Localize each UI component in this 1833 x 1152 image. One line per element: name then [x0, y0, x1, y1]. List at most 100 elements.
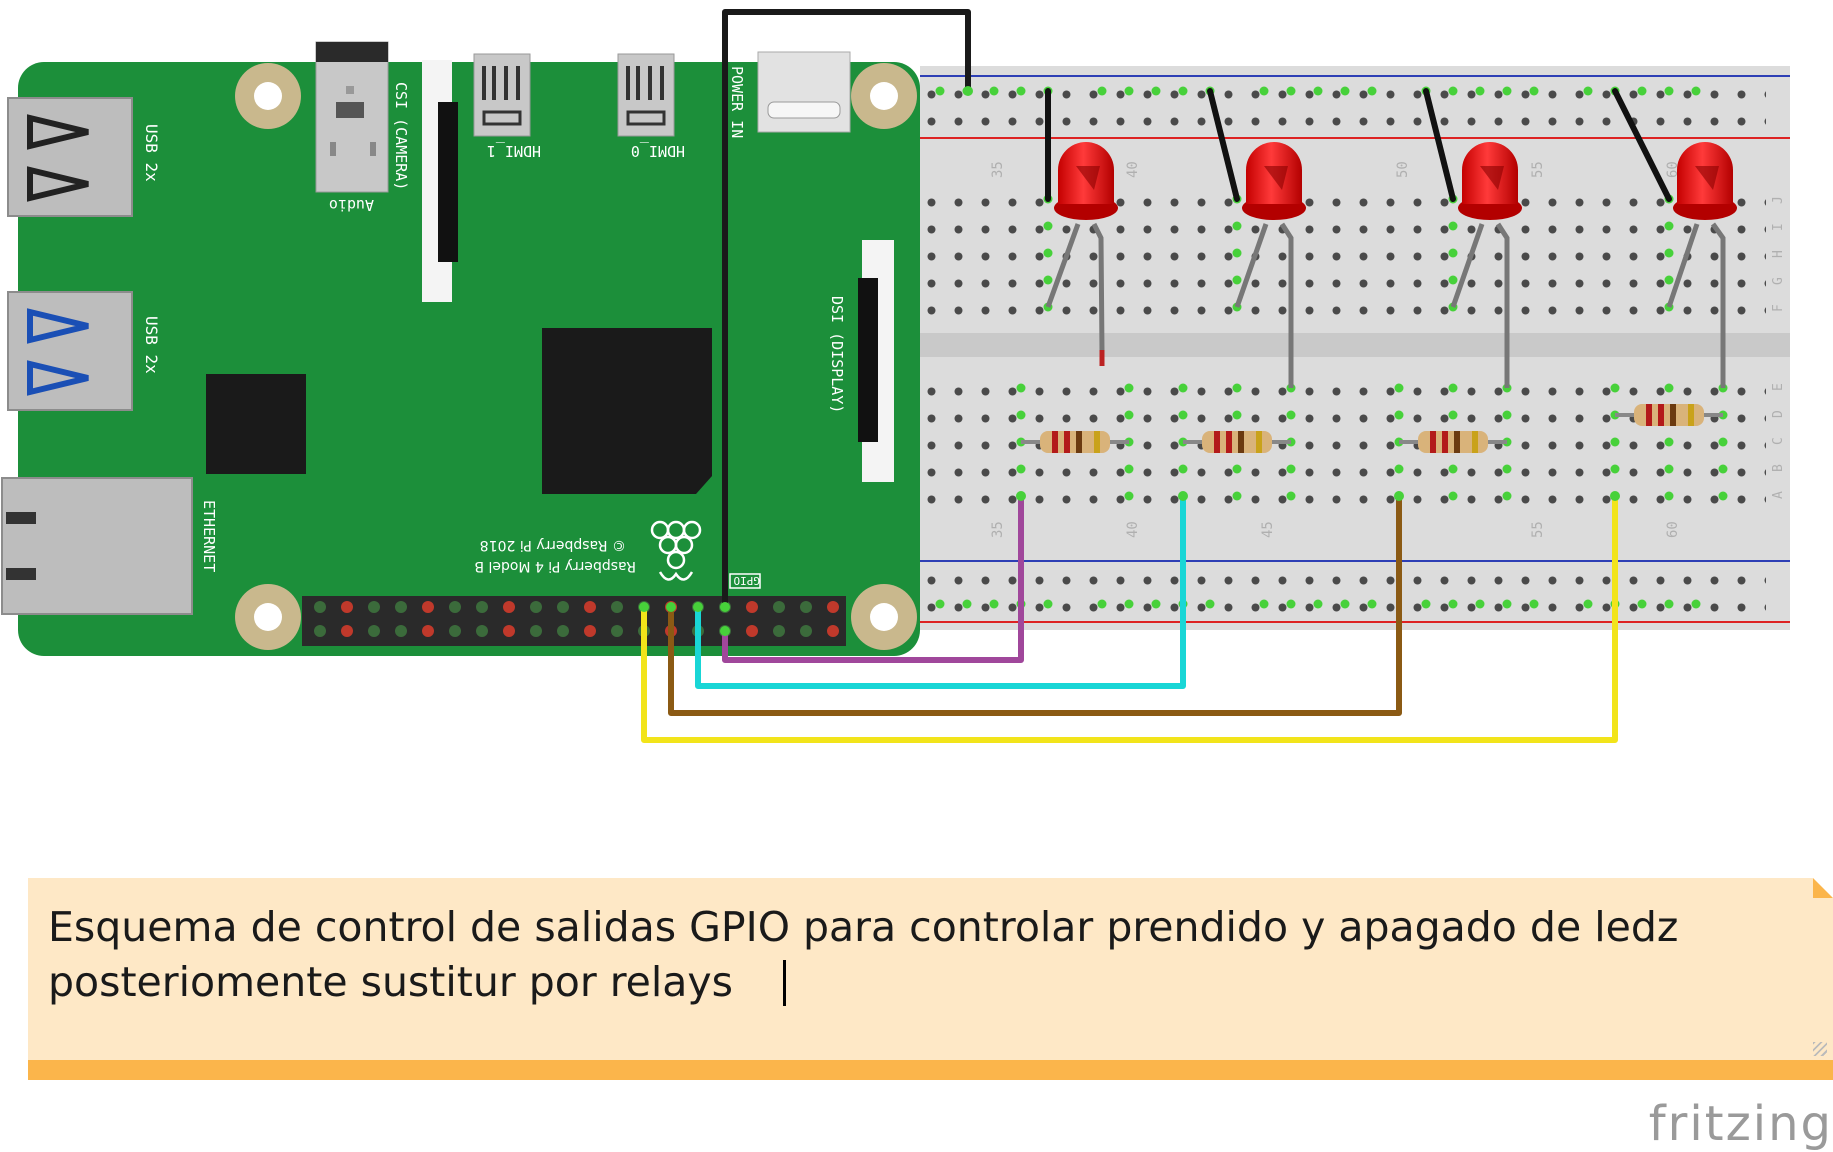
- resize-grip-icon[interactable]: [1813, 1042, 1827, 1056]
- bb-top-number: 55: [1530, 161, 1546, 178]
- bb-bottom-number: 45: [1260, 521, 1276, 538]
- gpio-pin: [503, 625, 515, 637]
- led-group-3: [1450, 142, 1522, 388]
- bb-row-letter: E: [1771, 383, 1786, 391]
- bb-row-letter: D: [1771, 410, 1786, 418]
- raspberry-pi-board: USB 2x USB 2x ETHERNET Audio CSI (CAMERA…: [1, 41, 920, 656]
- gpio-pin: [584, 625, 596, 637]
- resistor-2: [1183, 431, 1291, 453]
- gpio-pin: [341, 625, 353, 637]
- bb-row-letter: H: [1771, 250, 1786, 258]
- wire-power: [722, 9, 971, 610]
- gpio-pin: [341, 601, 353, 613]
- wire-led1: [722, 493, 1024, 663]
- gpio-pin: [746, 601, 758, 613]
- gpio-pin: [314, 601, 326, 613]
- gpio-pin: [800, 625, 812, 637]
- gpio-pin: [314, 625, 326, 637]
- resistor-1: [1021, 431, 1129, 453]
- raspberry-logo-icon: [650, 520, 702, 581]
- bb-bottom-number: 35: [990, 521, 1006, 538]
- usb-port-1: [7, 97, 133, 217]
- bb-row-letter: G: [1771, 277, 1786, 285]
- resistor-3: [1399, 431, 1507, 453]
- dsi-label: DSI (DISPLAY): [828, 296, 846, 413]
- breadboard: 35 40 50 55 60 35 40 45 55 60 J I H G F …: [920, 66, 1790, 630]
- bb-top-number: 50: [1395, 161, 1411, 178]
- gpio-pin: [422, 625, 434, 637]
- fritzing-logo: fritzing: [1648, 1096, 1833, 1152]
- ethernet-label: ETHERNET: [200, 500, 218, 572]
- bb-row-letter: F: [1771, 304, 1786, 312]
- bb-row-letter: I: [1771, 223, 1786, 231]
- gpio-pin: [449, 625, 461, 637]
- gpio-pin: [449, 601, 461, 613]
- audio-label: Audio: [329, 196, 374, 214]
- gpio-pin: [746, 625, 758, 637]
- gpio-pin: [584, 601, 596, 613]
- gpio-pin: [773, 625, 785, 637]
- gpio-header: [302, 596, 846, 646]
- led-group-1: [1045, 142, 1118, 366]
- power-label: POWER IN: [728, 66, 746, 138]
- bb-top-number: 35: [990, 161, 1006, 178]
- note-box[interactable]: Esquema de control de salidas GPIO para …: [28, 878, 1833, 1080]
- mount-hole: [235, 63, 301, 129]
- gpio-pin: [503, 601, 515, 613]
- soc-chip: [542, 328, 712, 494]
- gpio-pin: [530, 601, 542, 613]
- hdmi-0-port: [617, 53, 675, 137]
- gpio-pin: [557, 601, 569, 613]
- hdmi-1-label: HDMI_1: [487, 142, 541, 160]
- gpio-pin: [476, 625, 488, 637]
- wire-led4: [641, 493, 1618, 743]
- gpio-pin: [476, 601, 488, 613]
- bb-bottom-number: 40: [1125, 521, 1141, 538]
- gpio-pin: [530, 625, 542, 637]
- bb-row-letter: B: [1771, 464, 1786, 472]
- gpio-pin: [368, 625, 380, 637]
- bb-bottom-number: 60: [1665, 521, 1681, 538]
- board-model-label: Raspberry Pi 4 Model B: [474, 558, 636, 574]
- dsi-connector: [858, 240, 894, 482]
- note-fold-corner: [1813, 878, 1833, 898]
- gpio-pin: [395, 625, 407, 637]
- hdmi-0-label: HDMI_0: [631, 142, 685, 160]
- led-group-2: [1234, 142, 1306, 388]
- bb-bottom-number: 55: [1530, 521, 1546, 538]
- audio-jack: [315, 41, 389, 193]
- usb-label: USB 2x: [142, 316, 161, 374]
- gpio-pin: [800, 601, 812, 613]
- ram-chip: [206, 374, 306, 474]
- text-caret: [783, 960, 787, 1006]
- hdmi-1-port: [473, 53, 531, 137]
- gpio-pin: [611, 625, 623, 637]
- mount-hole: [851, 63, 917, 129]
- note-text: Esquema de control de salidas GPIO para …: [48, 903, 1679, 1006]
- note-footer-bar: [28, 1060, 1833, 1080]
- gpio-pin: [557, 625, 569, 637]
- wire-led2: [695, 493, 1186, 689]
- ethernet-port: [1, 477, 193, 615]
- resistor-4: [1615, 404, 1723, 426]
- mount-hole: [851, 584, 917, 650]
- bb-top-number: 40: [1125, 161, 1141, 178]
- gpio-pin: [773, 601, 785, 613]
- mount-hole: [235, 584, 301, 650]
- csi-label: CSI (CAMERA): [392, 82, 410, 190]
- led-group-4: [1666, 142, 1737, 388]
- gpio-pin: [827, 601, 839, 613]
- power-port: [757, 51, 851, 133]
- bb-row-letter: J: [1771, 196, 1786, 204]
- board-copyright-label: © Raspberry Pi 2018: [480, 537, 626, 553]
- gpio-pin: [395, 601, 407, 613]
- gpio-label: GPIO: [734, 574, 761, 587]
- gpio-pin: [611, 601, 623, 613]
- usb-port-2: [7, 291, 133, 411]
- gpio-pin: [368, 601, 380, 613]
- wire-led3: [668, 493, 1402, 716]
- usb-label: USB 2x: [142, 124, 161, 182]
- bb-row-letter: C: [1771, 437, 1786, 445]
- csi-connector: [422, 60, 458, 302]
